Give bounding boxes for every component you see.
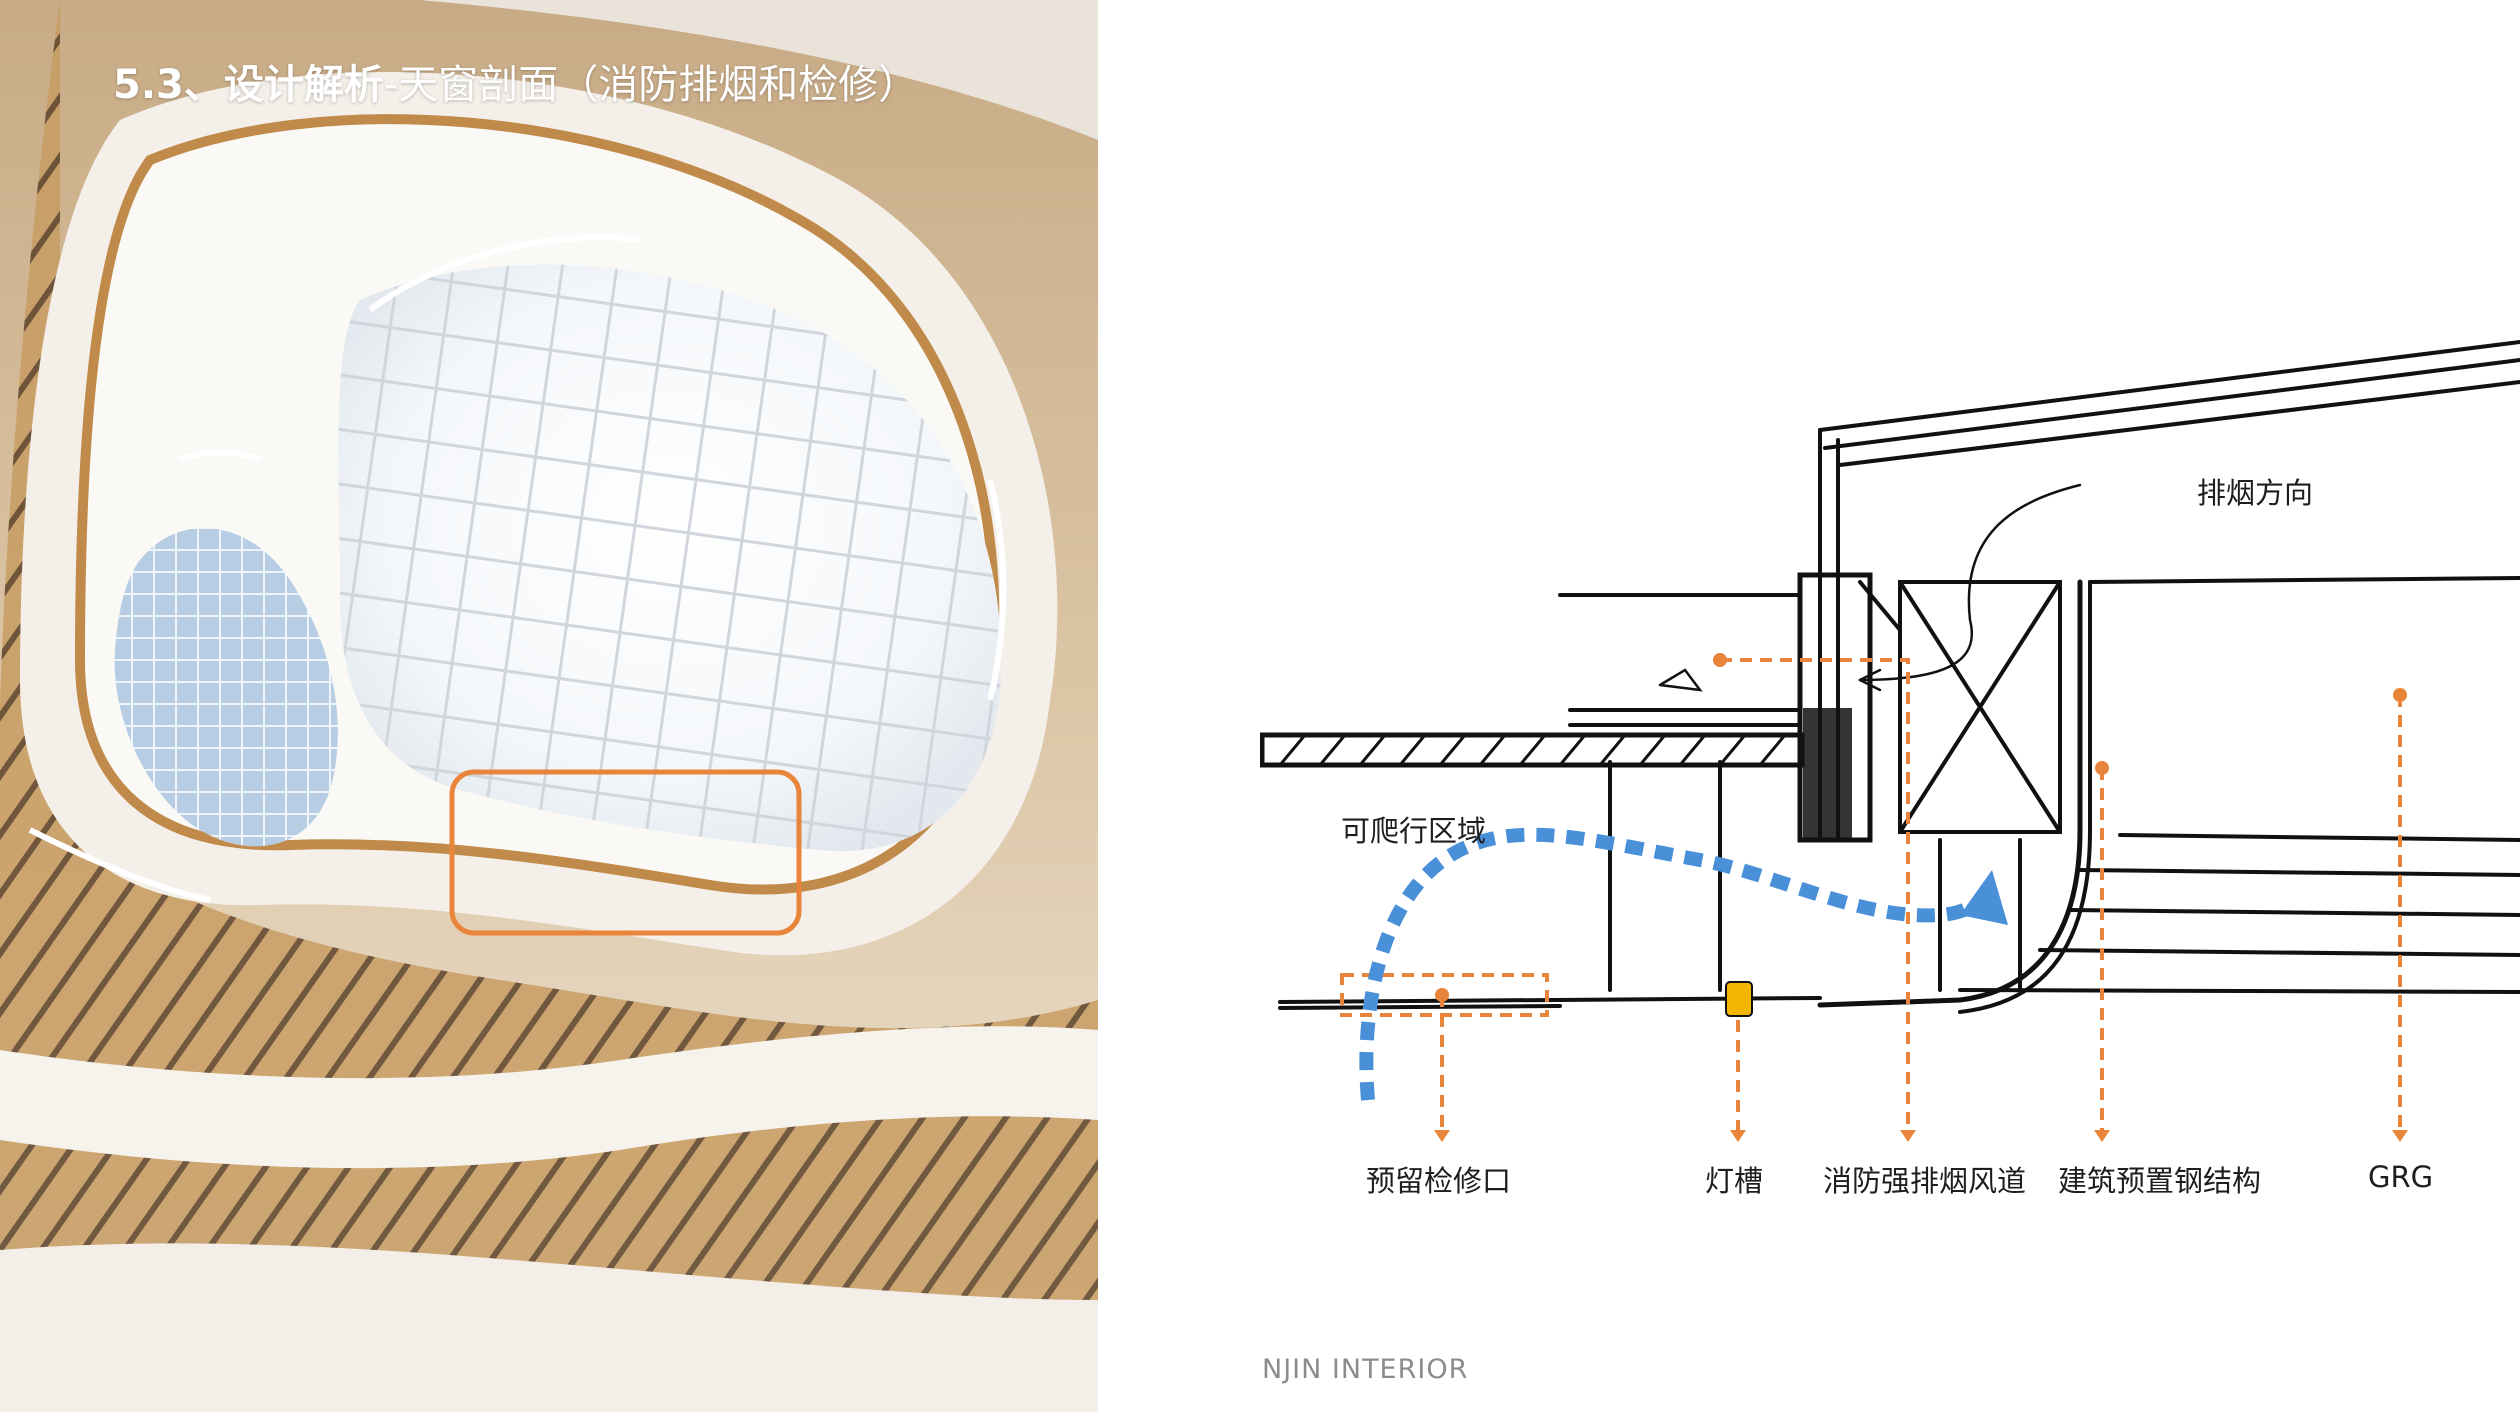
crawl-path-arrow <box>1359 827 1996 1101</box>
atrium-photo: 5.3、设计解析-天窗剖面（消防排烟和检修） <box>0 0 1098 1412</box>
label-steel-structure: 建筑预置钢结构 <box>2058 1164 2262 1198</box>
crawl-path-arrowhead-icon <box>1960 870 2008 925</box>
title-bold: 5.3、设计解析 <box>113 62 384 108</box>
label-light-trough: 灯槽 <box>1705 1164 1764 1198</box>
skylight-section-sketch <box>1260 340 2520 1142</box>
brand-footer: NJIN INTERIOR <box>1262 1354 1469 1385</box>
label-grg: GRG <box>2368 1160 2434 1194</box>
photo-highlight-box <box>449 769 802 936</box>
label-smoke-duct: 消防强排烟风道 <box>1823 1164 2027 1198</box>
annotation-leaders <box>1340 658 2402 1130</box>
light-trough-icon <box>1725 981 1753 1017</box>
label-smoke-direction: 排烟方向 <box>2197 476 2314 510</box>
label-crawl-area: 可爬行区域 <box>1341 814 1487 848</box>
page-title: 5.3、设计解析-天窗剖面（消防排烟和检修） <box>113 52 918 110</box>
title-light: -天窗剖面（消防排烟和检修） <box>383 62 919 108</box>
atrium-photo-illustration <box>0 0 1098 1412</box>
label-maintenance-opening: 预留检修口 <box>1366 1164 1512 1198</box>
